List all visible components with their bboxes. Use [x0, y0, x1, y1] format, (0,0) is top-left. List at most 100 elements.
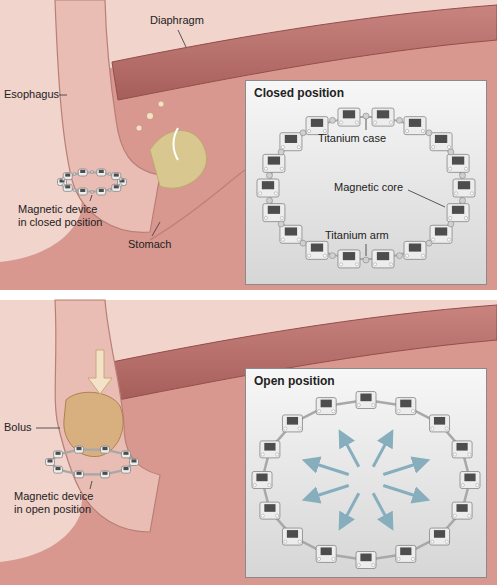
magnetic-core: [285, 227, 297, 235]
magnetic-core: [256, 474, 267, 482]
pin: [274, 192, 277, 195]
expansion-arrow: [310, 462, 348, 474]
pin: [431, 427, 434, 430]
expansion-arrow: [383, 486, 421, 498]
titanium-case: [306, 241, 328, 259]
magnetic-core: [377, 110, 389, 118]
thorax-ground: [0, 0, 497, 290]
titanium-case: [260, 441, 280, 458]
magnetic-core: [434, 530, 445, 538]
pin: [284, 427, 287, 430]
part-label: Magnetic device in closed position: [18, 203, 106, 229]
magnetic-core: [377, 252, 389, 260]
part-label: Diaphragm: [150, 14, 204, 27]
titanium-case: [54, 466, 63, 473]
magnetic-core: [343, 110, 355, 118]
magnetic-core: [452, 157, 464, 165]
titanium-case: [452, 502, 472, 519]
pin: [464, 216, 467, 219]
magnetic-core: [435, 135, 447, 143]
inset-ground: [245, 368, 487, 578]
arm-link: [426, 130, 432, 136]
magnetic-core: [456, 504, 467, 512]
titanium-case: [97, 188, 106, 195]
titanium-case: [121, 451, 130, 458]
magnetic-core: [264, 443, 275, 451]
magnetic-core: [65, 173, 70, 176]
pin: [258, 192, 261, 195]
arm-link: [426, 240, 432, 246]
pin: [389, 121, 392, 124]
titanium-case: [338, 108, 360, 126]
magnetic-core: [452, 206, 464, 214]
titanium-case: [316, 398, 336, 415]
pin: [276, 514, 279, 517]
leader-line: [59, 95, 67, 96]
titanium-case: [78, 188, 87, 195]
leader-line: [90, 481, 92, 489]
pin: [261, 453, 264, 456]
titanium-case: [372, 250, 394, 268]
pin: [298, 427, 301, 430]
pin: [339, 263, 342, 266]
pin: [276, 453, 279, 456]
arm-link: [266, 172, 272, 178]
pin: [454, 192, 457, 195]
pin: [357, 404, 360, 407]
pin: [280, 167, 283, 170]
magnetic-core: [400, 547, 411, 555]
expansion-arrow: [310, 486, 348, 498]
magnetic-core: [65, 185, 70, 188]
pin: [431, 540, 434, 543]
titanium-case: [282, 415, 302, 432]
arm-link: [73, 172, 76, 175]
pin: [253, 484, 256, 487]
titanium-case: [404, 241, 426, 259]
pin: [470, 192, 473, 195]
pin: [389, 263, 392, 266]
titanium-case: [316, 545, 336, 562]
pin: [449, 167, 452, 170]
titanium-case: [404, 117, 426, 135]
pin: [281, 238, 284, 241]
titanium-case: [260, 502, 280, 519]
esophagus-tube: [55, 0, 160, 232]
pin: [323, 254, 326, 257]
arm-link: [266, 198, 272, 204]
magnetic-core: [123, 467, 128, 470]
titanium-case: [263, 204, 285, 222]
titanium-case: [338, 250, 360, 268]
arm-link: [278, 221, 284, 227]
titanium-case: [372, 108, 394, 126]
leader-line: [90, 195, 92, 201]
titanium-case: [54, 451, 63, 458]
arm-link: [363, 257, 369, 263]
pin: [397, 410, 400, 413]
device-open-detail: [252, 392, 480, 569]
pin: [445, 427, 448, 430]
titanium-case: [78, 169, 87, 176]
inset-box: Open position: [245, 368, 487, 578]
magnetic-core: [456, 443, 467, 451]
pin: [372, 564, 375, 567]
titanium-case: [280, 225, 302, 243]
magnetic-core: [311, 244, 323, 252]
expansion-arrow: [343, 493, 359, 523]
magnetic-core: [311, 119, 323, 127]
titanium-case: [396, 398, 416, 415]
magnetic-core: [400, 400, 411, 408]
part-label: Titanium arm: [325, 229, 389, 242]
magnetic-core: [114, 185, 119, 188]
pin: [468, 453, 471, 456]
magnetic-core: [360, 554, 371, 562]
arm-link: [73, 189, 76, 192]
magnetic-core: [268, 157, 280, 165]
swallow-arrow: [88, 350, 112, 394]
leader-line: [36, 428, 60, 429]
titanium-case: [356, 552, 376, 569]
titanium-case: [75, 471, 84, 478]
arm-link: [91, 171, 94, 174]
arm-link: [448, 149, 454, 155]
magnetic-core: [56, 452, 61, 455]
arm-link: [62, 177, 65, 180]
